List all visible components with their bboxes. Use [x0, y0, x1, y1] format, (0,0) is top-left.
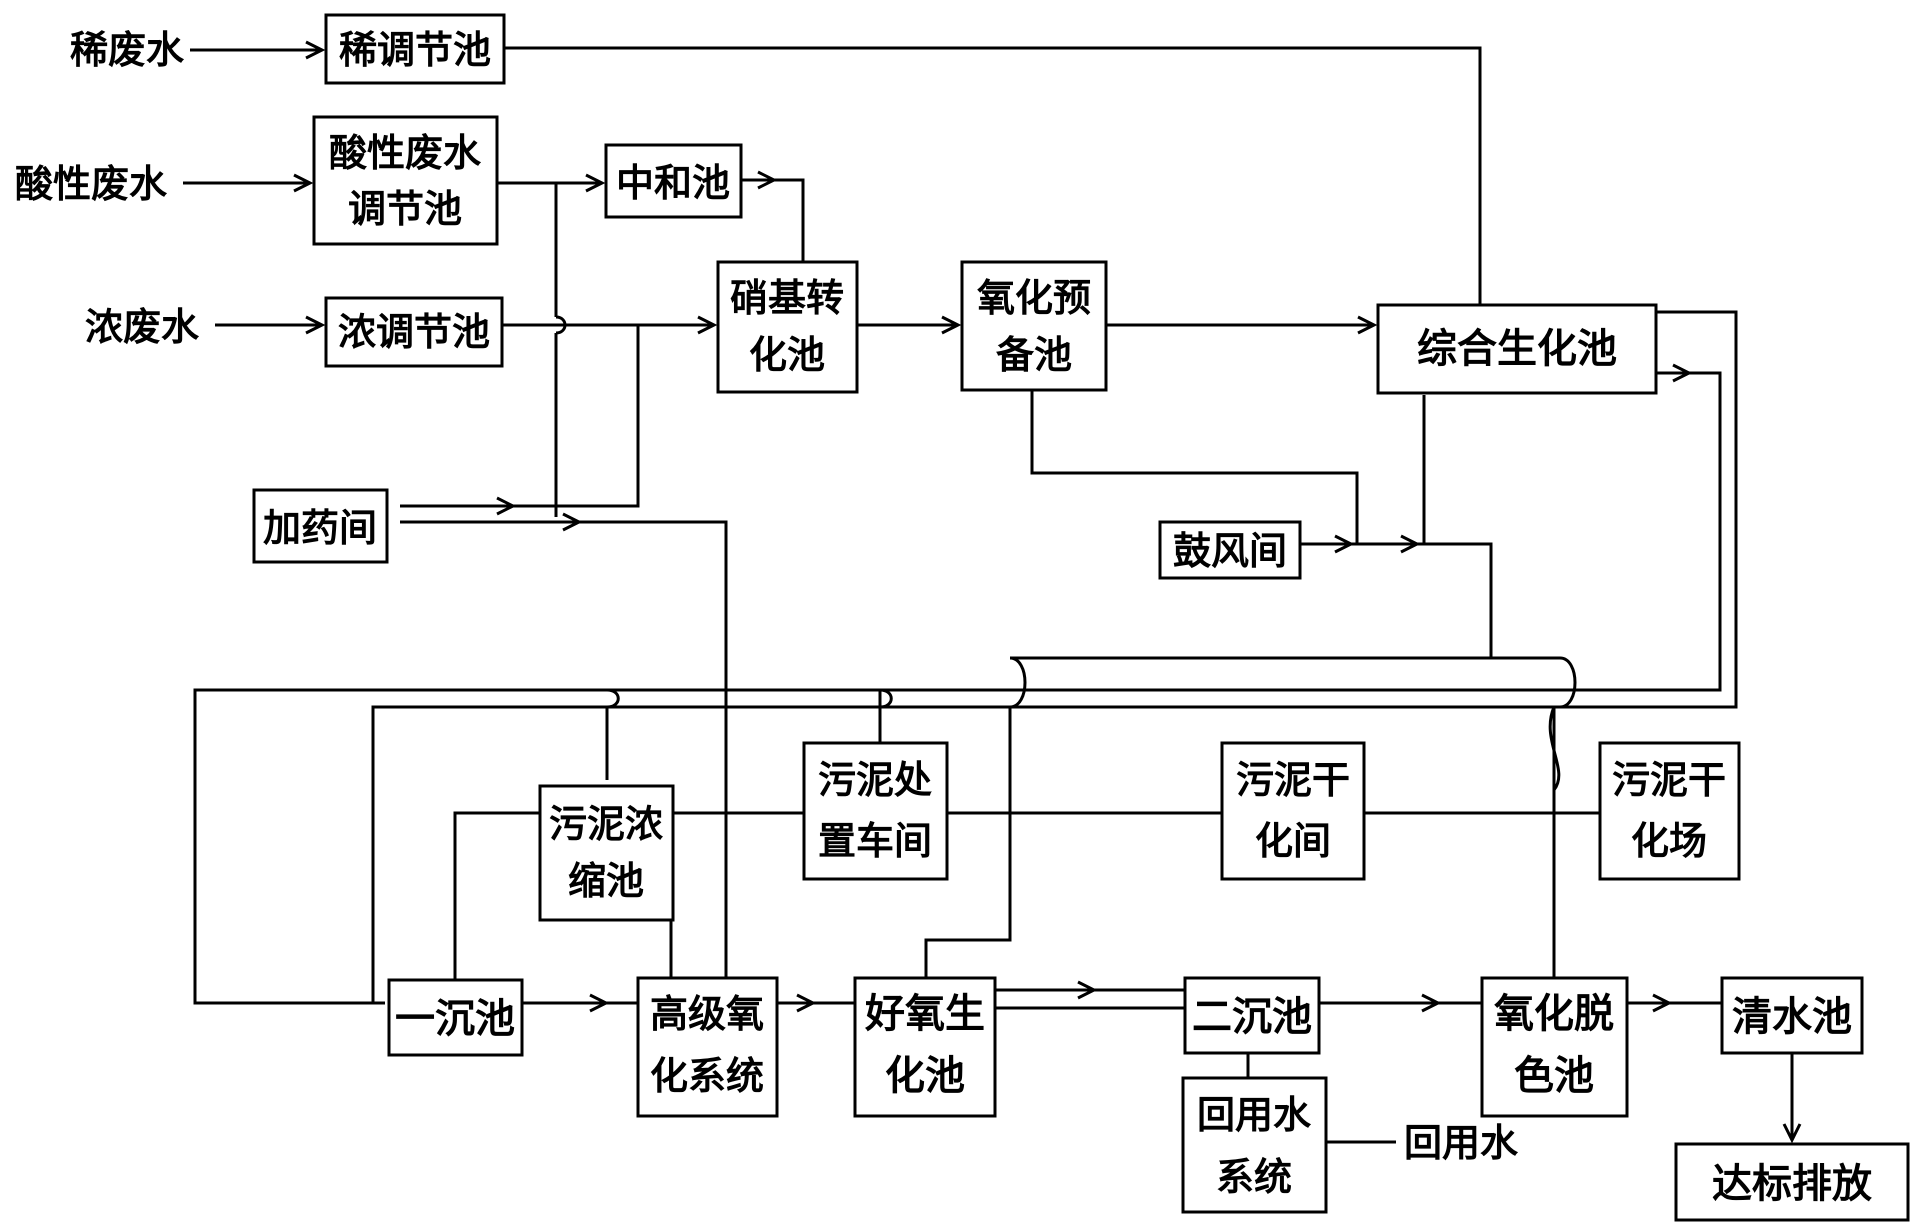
line-decolor-jump: [1548, 706, 1561, 791]
svg-text:置车间: 置车间: [818, 819, 932, 863]
clear-water-tank: 清水池: [1720, 976, 1864, 1055]
svg-text:达标排放: 达标排放: [1712, 1161, 1872, 1207]
secondary-settling-tank: 二沉池: [1183, 976, 1321, 1055]
svg-text:综合生化池: 综合生化池: [1417, 326, 1617, 372]
arrowhead-neutral: [585, 173, 606, 193]
svg-text:化池: 化池: [749, 333, 825, 377]
svg-text:化池: 化池: [885, 1053, 965, 1099]
input-dilute-label: 稀废水: [70, 28, 185, 72]
connector-lines: [183, 46, 1794, 1144]
advanced-oxidation-system: 高级氧 化系统: [636, 976, 779, 1118]
svg-text:高级氧: 高级氧: [650, 992, 764, 1036]
output-reuse-water-label: 回用水: [1404, 1121, 1519, 1165]
aerobic-bio-tank: 好氧生 化池: [853, 976, 997, 1118]
svg-text:色池: 色池: [1514, 1053, 1594, 1099]
acidic-tank: 酸性废水 调节池: [312, 115, 499, 246]
line-dilute-to-bio: [502, 46, 1482, 305]
svg-text:一沉池: 一沉池: [395, 996, 515, 1042]
svg-text:化系统: 化系统: [650, 1054, 764, 1098]
svg-text:清水池: 清水池: [1732, 994, 1852, 1040]
arrowheads: [293, 40, 1802, 1144]
svg-text:回用水: 回用水: [1197, 1093, 1312, 1137]
arrowhead-acidic: [293, 173, 314, 193]
svg-text:硝基转: 硝基转: [730, 276, 844, 320]
line-outer-return: [193, 371, 1722, 1005]
sludge-thickening-tank: 污泥浓 缩池: [538, 784, 675, 922]
line-aerobic-up: [924, 707, 1012, 978]
sludge-disposal-workshop: 污泥处 置车间: [802, 741, 949, 881]
dosing-room: 加药间: [252, 488, 389, 564]
blower-room: 鼓风间: [1158, 520, 1302, 580]
line-preox-down: [1030, 390, 1359, 544]
svg-text:调节池: 调节池: [348, 187, 462, 231]
primary-settling-tank: 一沉池: [387, 978, 524, 1057]
svg-text:污泥干: 污泥干: [1612, 758, 1726, 802]
svg-text:化场: 化场: [1631, 819, 1707, 863]
arrowhead-dosing-1: [496, 496, 517, 516]
arrowhead-decolor: [1421, 993, 1442, 1013]
line-thick-jump: [606, 688, 620, 709]
arrowhead-adv: [589, 993, 610, 1013]
line-settle-to-thick: [453, 811, 540, 995]
svg-text:氧化预: 氧化预: [977, 276, 1091, 320]
arrowhead-concentrated: [305, 315, 326, 335]
svg-text:浓调节池: 浓调节池: [338, 310, 490, 354]
svg-text:污泥处: 污泥处: [818, 758, 932, 802]
svg-text:加药间: 加药间: [263, 506, 377, 550]
svg-text:稀调节池: 稀调节池: [339, 28, 491, 72]
arrowhead-bio: [1357, 315, 1378, 335]
svg-text:鼓风间: 鼓风间: [1173, 529, 1287, 573]
nitro-conversion-tank: 硝基转 化池: [716, 260, 859, 394]
discharge-box: 达标排放: [1674, 1142, 1910, 1222]
line-dosing-to-oxid: [400, 520, 728, 1053]
line-bus-jump-2: [1559, 656, 1577, 709]
arrowhead-sec: [1077, 980, 1098, 1000]
arrowhead-blower-2: [1400, 534, 1421, 554]
sludge-drying-yard: 污泥干 化场: [1598, 741, 1741, 881]
input-acidic-label: 酸性废水: [15, 162, 168, 206]
line-dosing-to-conc: [400, 325, 640, 508]
arrowhead-bio-right: [1672, 363, 1693, 383]
dilute-tank: 稀调节池: [324, 13, 506, 85]
concentrated-tank: 浓调节池: [324, 296, 504, 368]
line-blower-right: [1424, 542, 1493, 658]
arrowhead-neutral-out: [757, 170, 778, 190]
sludge-drying-room: 污泥干 化间: [1220, 741, 1366, 881]
svg-text:污泥干: 污泥干: [1236, 758, 1350, 802]
reuse-water-system: 回用水 系统: [1181, 1076, 1328, 1214]
oxidation-pre-tank: 氧化预 备池: [960, 260, 1108, 392]
svg-text:化间: 化间: [1255, 819, 1331, 863]
svg-text:酸性废水: 酸性废水: [329, 131, 482, 175]
svg-text:缩池: 缩池: [568, 859, 644, 903]
arrowhead-preox: [941, 315, 962, 335]
svg-text:氧化脱: 氧化脱: [1494, 991, 1614, 1037]
arrowhead-aerobic: [796, 993, 817, 1013]
line-neutral-to-nitro: [740, 178, 805, 262]
arrowhead-dilute: [305, 40, 326, 60]
arrowhead-dosing-2: [562, 512, 583, 532]
arrowhead-blower-1: [1334, 534, 1355, 554]
arrowhead-nitro: [697, 315, 718, 335]
svg-text:系统: 系统: [1216, 1155, 1292, 1199]
line-disposal-jump: [879, 688, 893, 709]
svg-text:好氧生: 好氧生: [864, 991, 985, 1037]
svg-text:二沉池: 二沉池: [1192, 994, 1312, 1040]
line-bus-jump-1: [1009, 656, 1027, 709]
input-concentrated-label: 浓废水: [85, 305, 200, 349]
arrowhead-discharge: [1782, 1123, 1802, 1144]
neutral-tank: 中和池: [604, 143, 743, 219]
integrated-bio-tank: 综合生化池: [1376, 303, 1658, 395]
svg-text:备池: 备池: [996, 333, 1072, 377]
svg-text:中和池: 中和池: [616, 161, 730, 205]
oxidation-decolor-tank: 氧化脱 色池: [1480, 976, 1629, 1118]
svg-text:污泥浓: 污泥浓: [549, 802, 664, 846]
arrowhead-clear: [1652, 993, 1673, 1013]
